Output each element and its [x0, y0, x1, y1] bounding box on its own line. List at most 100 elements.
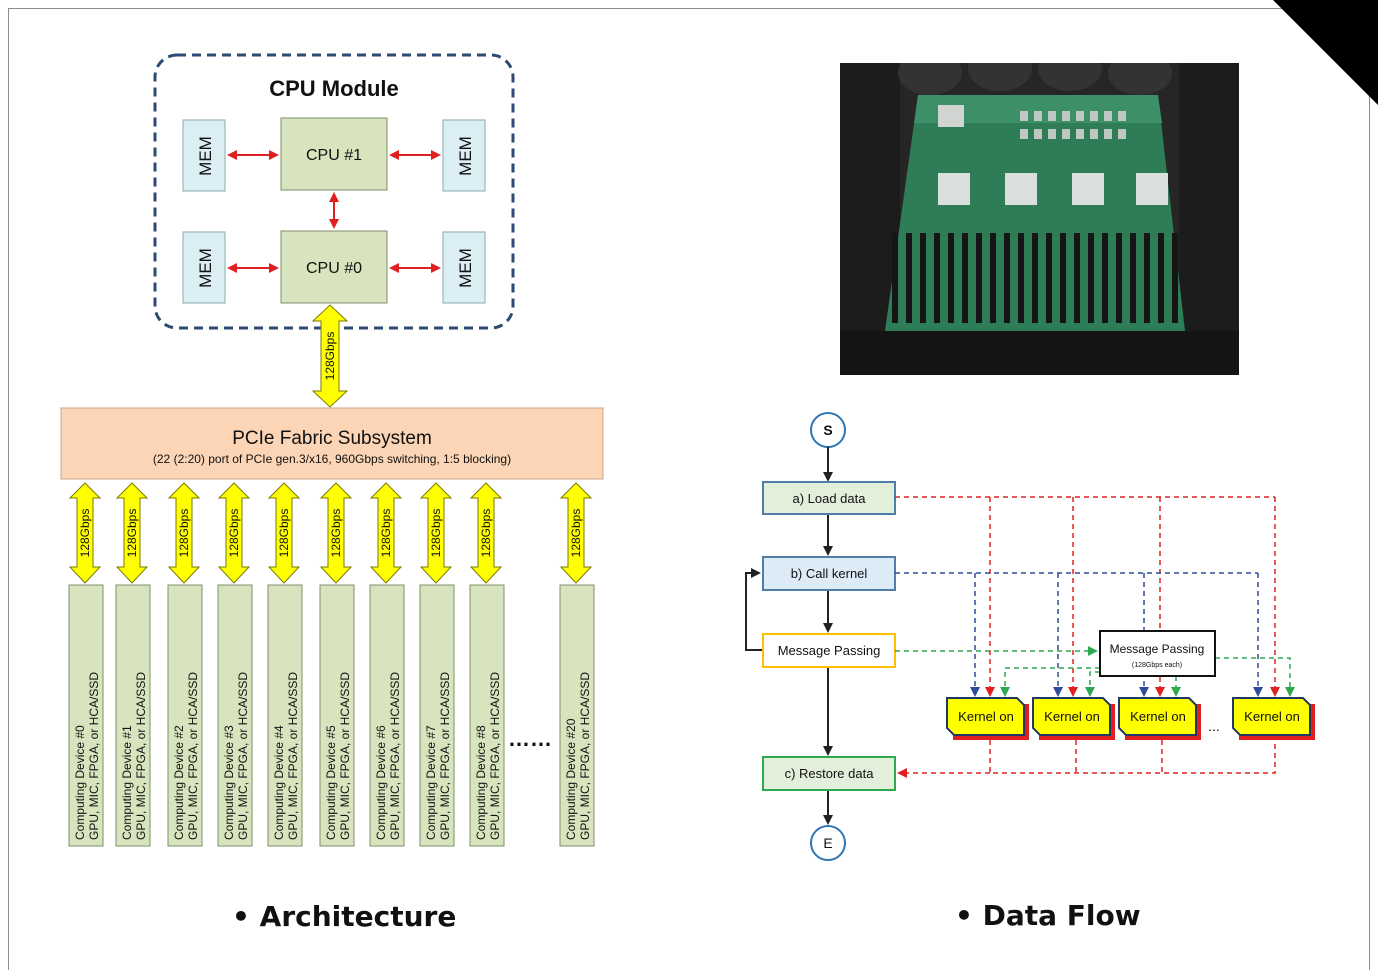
- svg-text:GPU, MIC, FPGA, or HCA/SSD: GPU, MIC, FPGA, or HCA/SSD: [186, 672, 200, 840]
- kernel-box-0: Kernel on: [946, 697, 1029, 740]
- svg-text:GPU, MIC, FPGA, or HCA/SSD: GPU, MIC, FPGA, or HCA/SSD: [236, 672, 250, 840]
- device-link-7: 128Gbps: [419, 482, 453, 584]
- device-link-0: 128Gbps: [68, 482, 102, 584]
- svg-text:Computing Device #7: Computing Device #7: [424, 725, 438, 840]
- end-node: E: [810, 825, 846, 861]
- cpu0-label: CPU #0: [306, 260, 362, 277]
- device-link-2: 128Gbps: [167, 482, 201, 584]
- svg-text:S: S: [823, 422, 832, 438]
- svg-text:GPU, MIC, FPGA, or HCA/SSD: GPU, MIC, FPGA, or HCA/SSD: [488, 672, 502, 840]
- device-link-8: 128Gbps: [469, 482, 503, 584]
- device-link-9: 128Gbps: [559, 482, 593, 584]
- svg-text:GPU, MIC, FPGA, or HCA/SSD: GPU, MIC, FPGA, or HCA/SSD: [87, 672, 101, 840]
- device-link-5: 128Gbps: [319, 482, 353, 584]
- cpu-module-title: CPU Module: [269, 76, 399, 101]
- svg-text:MEM: MEM: [456, 248, 475, 288]
- cpu-mem-red-arrows: [227, 150, 441, 273]
- svg-text:Computing Device #6: Computing Device #6: [374, 725, 388, 840]
- mem-box-br: MEM: [442, 231, 486, 304]
- message-passing-label: Message Passing: [778, 643, 881, 658]
- restore-data-step: [762, 756, 896, 791]
- mem-box-bl: MEM: [182, 231, 226, 304]
- kernel-box-2: Kernel on: [1118, 697, 1201, 740]
- restore-data-label: c) Restore data: [785, 766, 875, 781]
- device-link-1: 128Gbps: [115, 482, 149, 584]
- svg-text:MEM: MEM: [196, 136, 215, 176]
- pcie-fabric-subtitle: (22 (2:20) port of PCIe gen.3/x16, 960Gb…: [153, 452, 511, 466]
- pcie-board-image: [840, 63, 1239, 375]
- slide-frame: [8, 8, 1370, 970]
- svg-text:GPU, MIC, FPGA, or HCA/SSD: GPU, MIC, FPGA, or HCA/SSD: [388, 672, 402, 840]
- hardware-photo: [840, 63, 1239, 375]
- svg-text:128Gbps: 128Gbps: [379, 509, 393, 558]
- svg-text:Kernel on: Kernel on: [1044, 709, 1100, 724]
- red-restore-bus: [989, 740, 1276, 774]
- kernel-ellipsis: ...: [1208, 718, 1220, 734]
- svg-text:GPU, MIC, FPGA, or HCA/SSD: GPU, MIC, FPGA, or HCA/SSD: [286, 672, 300, 840]
- svg-text:128Gbps: 128Gbps: [479, 509, 493, 558]
- device-link-3: 128Gbps: [217, 482, 251, 584]
- message-passing-box-sub: (128Gbps each): [1132, 662, 1182, 669]
- svg-text:Computing Device #4: Computing Device #4: [272, 725, 286, 840]
- mem-box-tr: MEM: [442, 119, 486, 192]
- svg-text:E: E: [823, 835, 832, 851]
- pcie-fabric-title: PCIe Fabric Subsystem: [232, 428, 432, 449]
- message-passing-step: [762, 633, 896, 668]
- svg-text:128Gbps: 128Gbps: [125, 509, 139, 558]
- svg-text:GPU, MIC, FPGA, or HCA/SSD: GPU, MIC, FPGA, or HCA/SSD: [578, 672, 592, 840]
- svg-text:Computing Device #2: Computing Device #2: [172, 725, 186, 840]
- svg-text:Computing Device #8: Computing Device #8: [474, 725, 488, 840]
- cpu1-box: [280, 117, 388, 191]
- svg-text:128Gbps: 128Gbps: [329, 509, 343, 558]
- svg-text:Computing Device #1: Computing Device #1: [120, 725, 134, 840]
- svg-text:128Gbps: 128Gbps: [323, 332, 337, 381]
- svg-text:128Gbps: 128Gbps: [177, 509, 191, 558]
- call-kernel-label: b) Call kernel: [791, 566, 868, 581]
- svg-text:GPU, MIC, FPGA, or HCA/SSD: GPU, MIC, FPGA, or HCA/SSD: [338, 672, 352, 840]
- load-data-label: a) Load data: [792, 491, 866, 506]
- svg-text:128Gbps: 128Gbps: [78, 509, 92, 558]
- load-data-step: [762, 481, 896, 515]
- svg-text:Kernel on: Kernel on: [958, 709, 1014, 724]
- svg-text:128Gbps: 128Gbps: [429, 509, 443, 558]
- kernel-boxes: Kernel on Kernel on Kernel on Kernel on: [946, 697, 1315, 740]
- dataflow-caption: • Data Flow: [955, 899, 1141, 932]
- svg-text:128Gbps: 128Gbps: [227, 509, 241, 558]
- svg-text:Kernel on: Kernel on: [1244, 709, 1300, 724]
- svg-text:GPU, MIC, FPGA, or HCA/SSD: GPU, MIC, FPGA, or HCA/SSD: [134, 672, 148, 840]
- cpu1-label: CPU #1: [306, 147, 362, 164]
- device-ellipsis: ……: [508, 726, 552, 751]
- device-link-4: 128Gbps: [267, 482, 301, 584]
- cpu0-box: [280, 230, 388, 304]
- flow-black-arrows: [745, 447, 833, 825]
- message-passing-box-title: Message Passing: [1110, 642, 1205, 656]
- kernel-box-1: Kernel on: [1032, 697, 1115, 740]
- svg-text:128Gbps: 128Gbps: [569, 509, 583, 558]
- architecture-caption: • Architecture: [232, 900, 457, 933]
- device-links: 128Gbps 128Gbps 128Gbps 128Gbps 128Gbps 128Gb…: [68, 482, 593, 584]
- svg-text:Computing Device #5: Computing Device #5: [324, 725, 338, 840]
- page-corner-triangle: [1273, 0, 1378, 105]
- mem-box-tl: MEM: [182, 119, 226, 192]
- cpu-pcie-link: 128Gbps: [311, 304, 349, 408]
- svg-text:GPU, MIC, FPGA, or HCA/SSD: GPU, MIC, FPGA, or HCA/SSD: [438, 672, 452, 840]
- start-node: S: [810, 412, 846, 448]
- svg-text:MEM: MEM: [196, 248, 215, 288]
- kernel-box-3: Kernel on: [1232, 697, 1315, 740]
- svg-text:MEM: MEM: [456, 136, 475, 176]
- svg-text:Kernel on: Kernel on: [1130, 709, 1186, 724]
- svg-text:128Gbps: 128Gbps: [277, 509, 291, 558]
- svg-text:Computing Device #3: Computing Device #3: [222, 725, 236, 840]
- pcie-fabric-box: [60, 407, 604, 480]
